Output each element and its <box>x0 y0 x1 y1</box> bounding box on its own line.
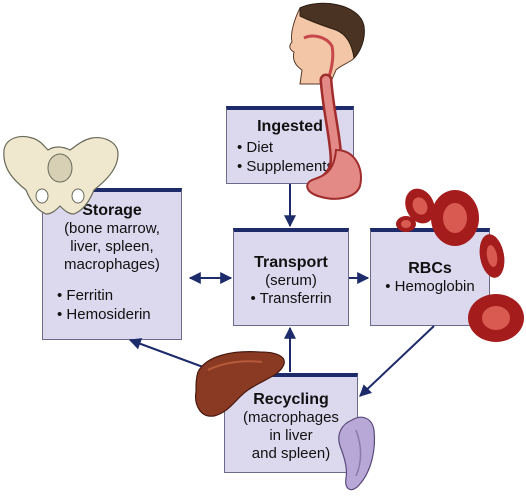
rbcs-box: RBCs • Hemoglobin <box>370 228 490 326</box>
transport-subtitle: (serum) <box>265 272 317 289</box>
recycling-title: Recycling <box>253 391 329 408</box>
esophagus-icon <box>306 73 362 200</box>
storage-item-hemosiderin: • Hemosiderin <box>57 306 151 323</box>
red-blood-cells-icon <box>396 188 524 342</box>
recycling-subtitle-line-2: in liver <box>269 427 313 444</box>
human-head-icon <box>289 2 365 85</box>
storage-title: Storage <box>82 202 142 219</box>
storage-subtitle-line-2: liver, spleen, <box>70 238 154 255</box>
rbcs-item-hemoglobin: • Hemoglobin <box>385 278 475 295</box>
liver-icon <box>195 351 285 417</box>
transport-title: Transport <box>254 254 328 271</box>
recycling-subtitle-line-3: and spleen) <box>251 445 331 462</box>
spleen-icon <box>338 416 376 491</box>
ingested-title: Ingested <box>257 118 323 135</box>
recycling-subtitle-line-1: (macrophages <box>243 409 339 426</box>
pelvis-bone-icon <box>3 135 119 215</box>
storage-subtitle-line-3: macrophages) <box>64 256 160 273</box>
transport-box: Transport (serum) • Transferrin <box>233 228 349 326</box>
transport-item-transferrin: • Transferrin <box>250 290 332 307</box>
storage-item-ferritin: • Ferritin <box>57 287 114 304</box>
ingested-item-diet: • Diet <box>237 139 274 156</box>
storage-box: Storage (bone marrow, liver, spleen, mac… <box>42 188 182 340</box>
rbcs-title: RBCs <box>408 260 452 277</box>
arrow-rbcs-to-recycling <box>359 325 435 397</box>
storage-subtitle-line-1: (bone marrow, <box>64 220 160 237</box>
ingested-item-supplements: • Supplements <box>237 158 334 175</box>
